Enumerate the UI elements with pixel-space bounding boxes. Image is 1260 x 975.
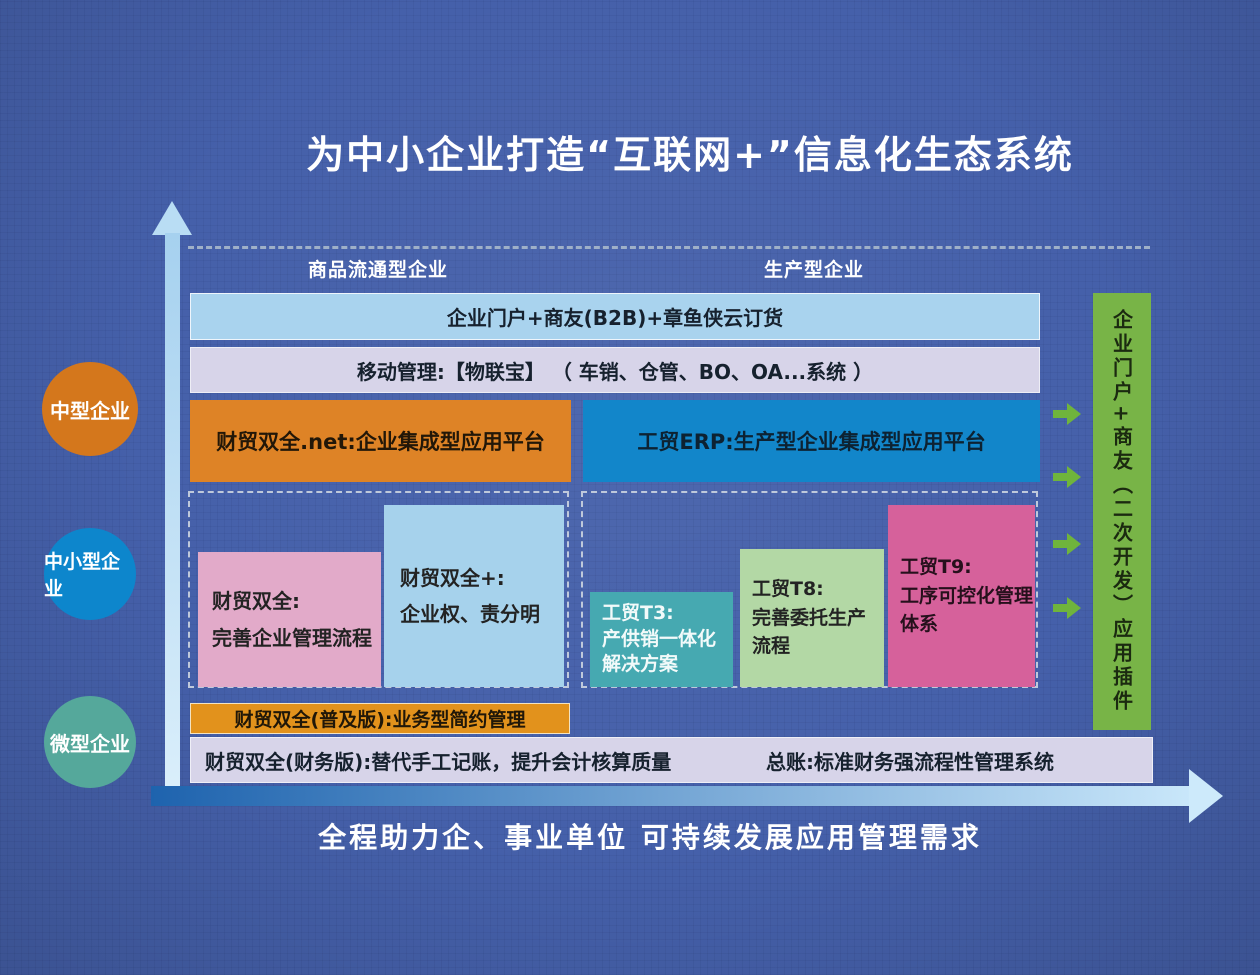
circle-small-medium-enterprise: 中小型企业 [44, 528, 136, 620]
x-axis-arrow-icon [1189, 769, 1223, 823]
finance-edition-bar: 财贸双全(财务版):替代手工记账，提升会计核算质量 总账:标准财务强流程性管理系… [190, 737, 1153, 783]
gongmao-erp-platform-box: 工贸ERP:生产型企业集成型应用平台 [583, 400, 1040, 482]
finance-edition-label: 财贸双全(财务版):替代手工记账，提升会计核算质量 [205, 749, 672, 774]
trade-products-group [188, 491, 569, 688]
caimao-box-body: 完善企业管理流程 [212, 625, 372, 650]
top-dashed-divider [188, 246, 1150, 249]
circle-medium-enterprise: 中型企业 [42, 362, 138, 456]
t3-box-body: 产供销一体化解决方案 [602, 627, 717, 676]
flow-arrow-icon [1053, 466, 1081, 488]
flow-arrow-icon [1053, 403, 1081, 425]
circle-small-medium-label: 中小型企业 [44, 551, 121, 600]
portal-bar: 企业门户+商友(B2B)+章鱼侠云订货 [190, 293, 1040, 340]
gongmao-t8-box: 工贸T8: 完善委托生产流程 [740, 549, 884, 687]
plugin-side-panel-label: 企业门户+商友（二次开发）应用插件 [1109, 309, 1134, 714]
circle-micro-enterprise: 微型企业 [44, 696, 136, 788]
caimao-plus-box-title: 财贸双全+: [400, 566, 505, 590]
production-products-group [581, 491, 1038, 688]
bottom-caption: 全程助力企、事业单位 可持续发展应用管理需求 [318, 821, 982, 854]
t3-box-title: 工贸T3: [602, 602, 674, 625]
gongmao-t9-box: 工贸T9: 工序可控化管理体系 [888, 505, 1035, 687]
caimao-plus-box: 财贸双全+: 企业权、责分明 [384, 505, 564, 687]
caimao-net-platform-box: 财贸双全.net:企业集成型应用平台 [190, 400, 571, 482]
plugin-side-panel: 企业门户+商友（二次开发）应用插件 [1093, 293, 1151, 730]
circle-micro-label: 微型企业 [50, 731, 130, 756]
caimao-plus-box-body: 企业权、责分明 [400, 602, 540, 626]
mobile-management-bar: 移动管理:【物联宝】 （ 车销、仓管、BO、OA...系统 ） [190, 347, 1040, 393]
t9-box-title: 工贸T9: [900, 556, 972, 579]
column-header-production: 生产型企业 [764, 259, 865, 281]
t9-box-body: 工序可控化管理体系 [900, 584, 1034, 636]
y-axis-arrow-icon [152, 201, 192, 235]
general-ledger-label: 总账:标准财务强流程性管理系统 [766, 749, 1054, 774]
gongmao-t3-box: 工贸T3: 产供销一体化解决方案 [590, 592, 733, 687]
caimao-box-title: 财贸双全: [212, 588, 300, 613]
y-axis-line [165, 233, 180, 803]
page-title: 为中小企业打造“互联网+”信息化生态系统 [306, 133, 1074, 177]
column-header-trade: 商品流通型企业 [308, 259, 449, 281]
circle-medium-label: 中型企业 [50, 398, 130, 423]
flow-arrow-icon [1053, 597, 1081, 619]
flow-arrow-icon [1053, 533, 1081, 555]
popular-edition-bar: 财贸双全(普及版):业务型简约管理 [190, 703, 570, 734]
t8-box-title: 工贸T8: [752, 578, 824, 601]
x-axis-line [151, 786, 1191, 806]
caimao-box: 财贸双全: 完善企业管理流程 [198, 552, 381, 687]
t8-box-body: 完善委托生产流程 [752, 606, 867, 658]
